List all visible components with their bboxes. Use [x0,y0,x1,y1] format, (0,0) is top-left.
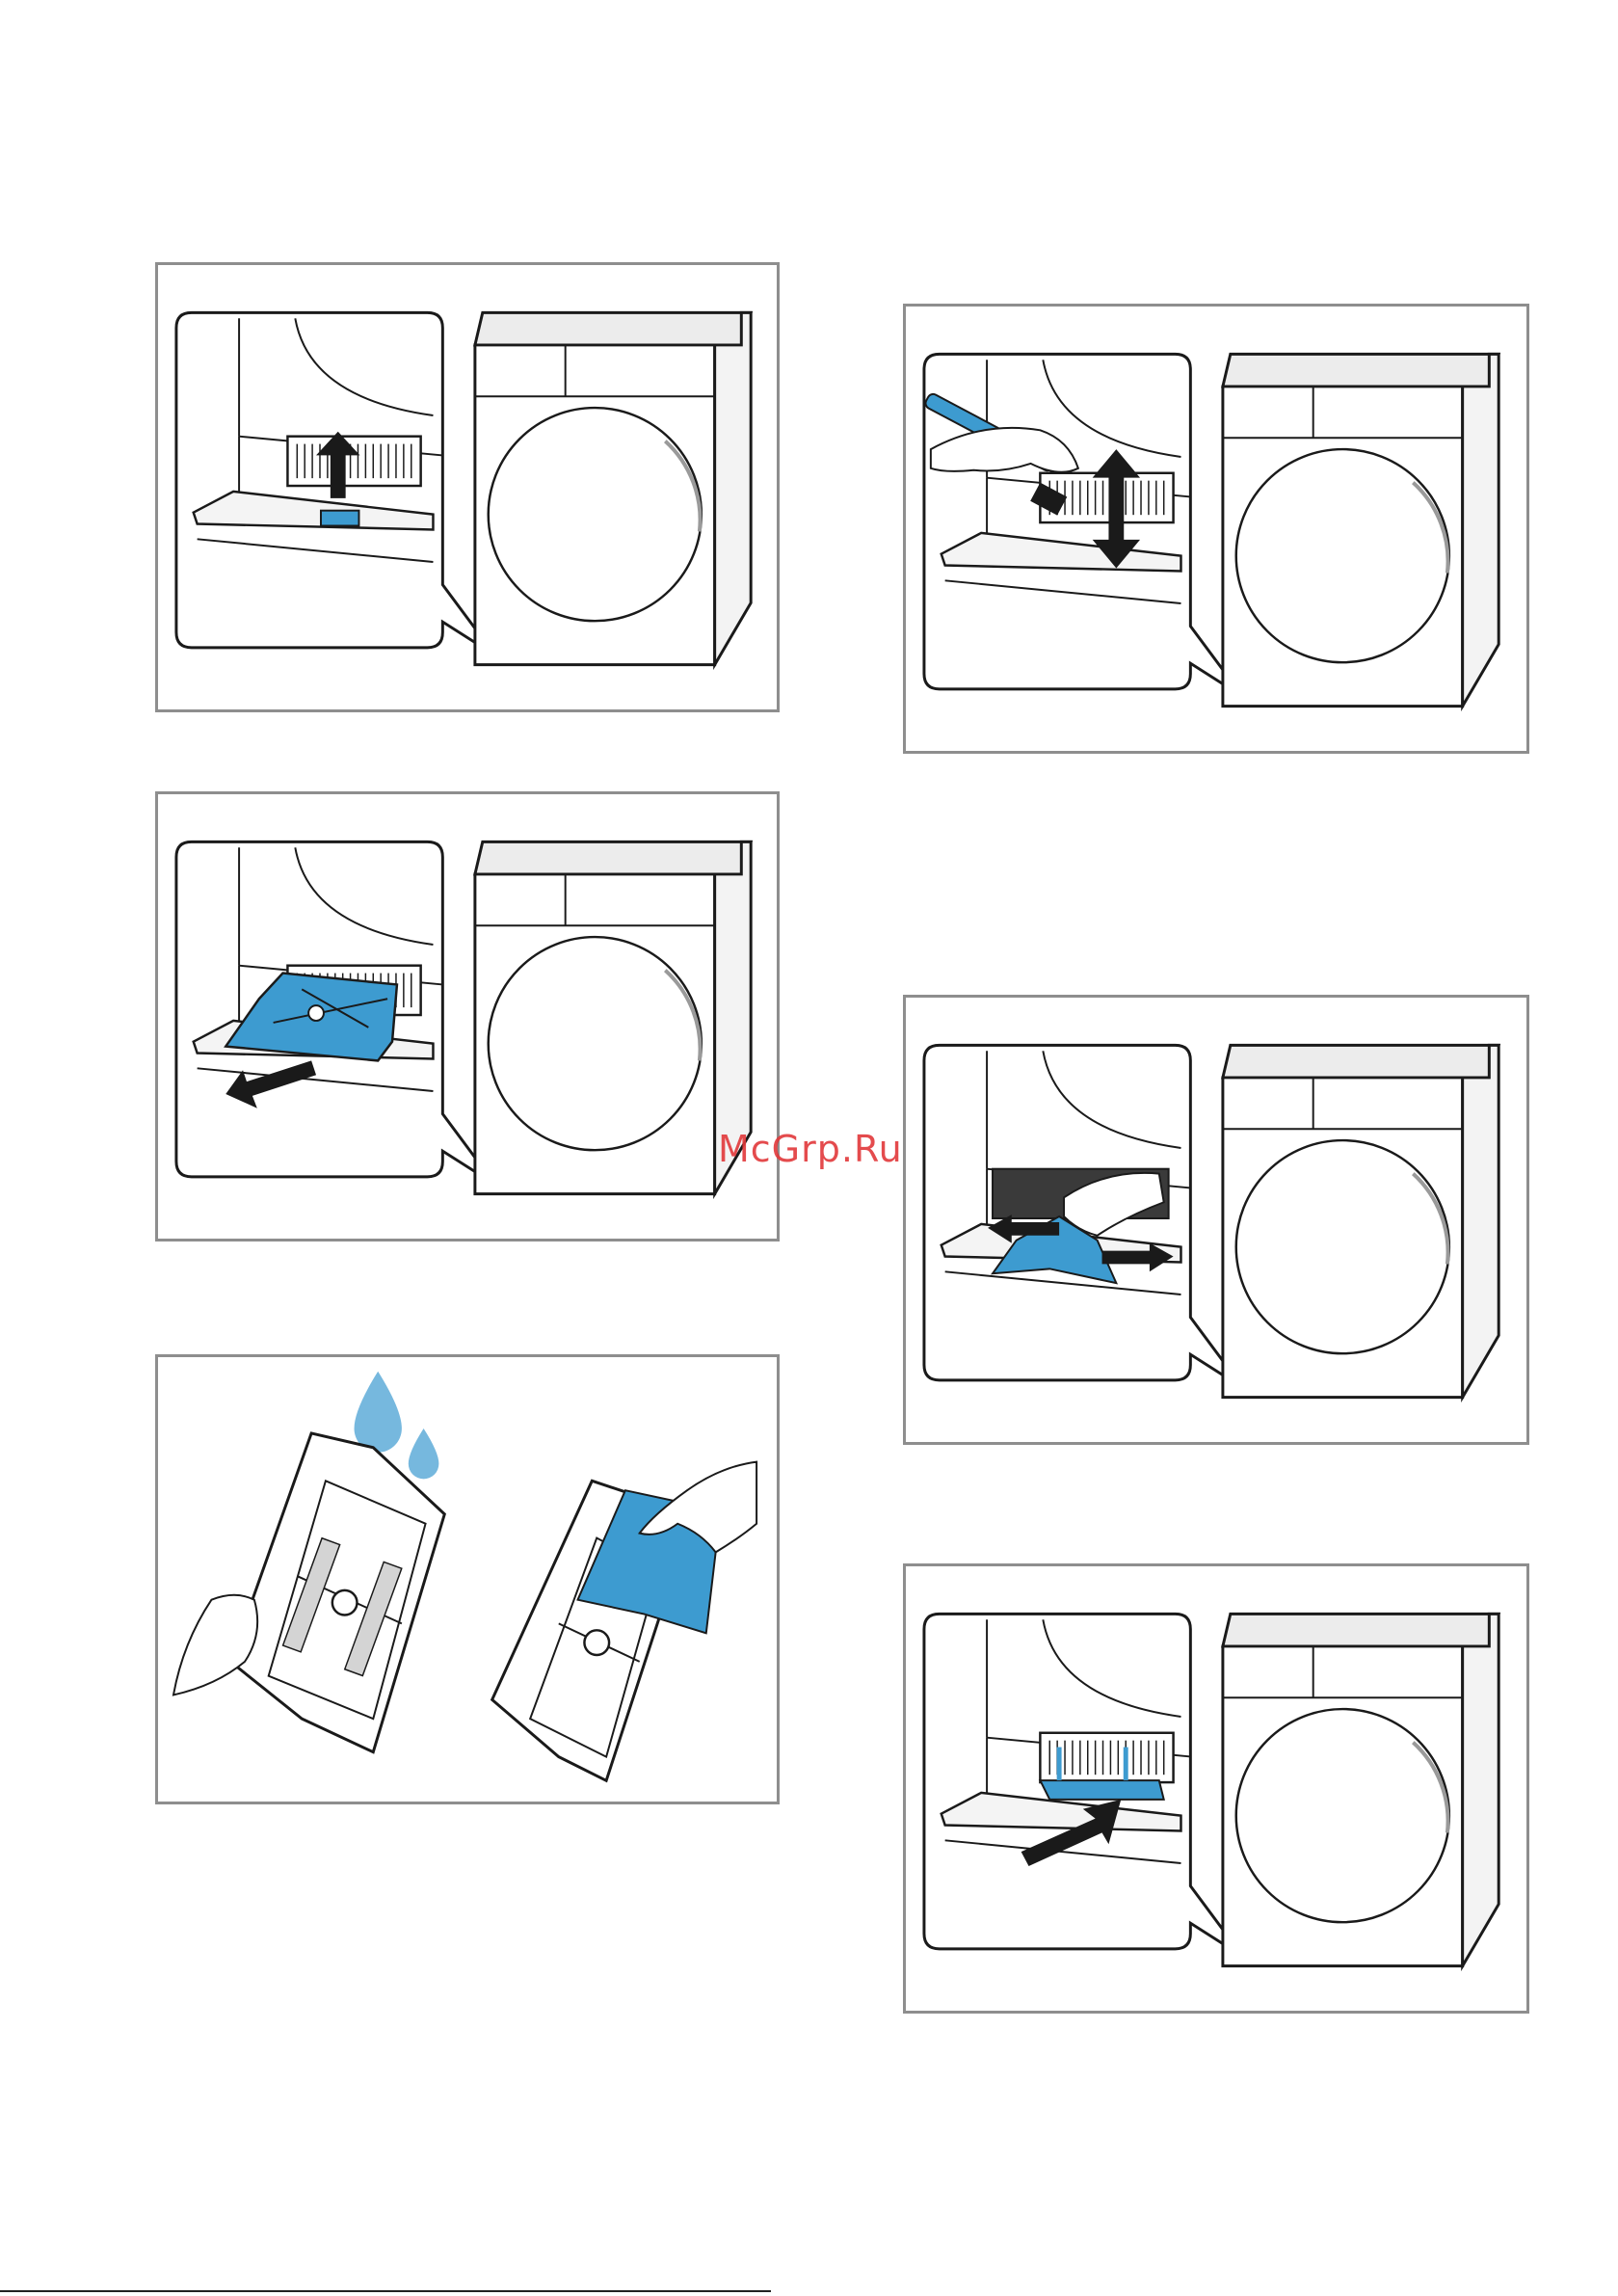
hand-left-icon [173,1595,257,1695]
step-4-illustration [906,998,1526,1442]
step-2-panel [903,304,1529,754]
step-6-panel [903,1563,1529,2014]
step-3-panel [155,791,780,1241]
watermark-text: McGrp.Ru [718,1128,903,1170]
step-5-illustration [158,1357,777,1802]
step-6-illustration [906,1566,1526,2011]
filter-left-icon [230,1433,444,1752]
page-bottom-rule [0,2290,771,2292]
step-1-illustration [158,265,777,709]
step-4-panel [903,995,1529,1445]
step-2-illustration [906,307,1526,751]
step-1-panel [155,262,780,712]
step-3-illustration [158,794,777,1239]
step-5-panel [155,1354,780,1804]
